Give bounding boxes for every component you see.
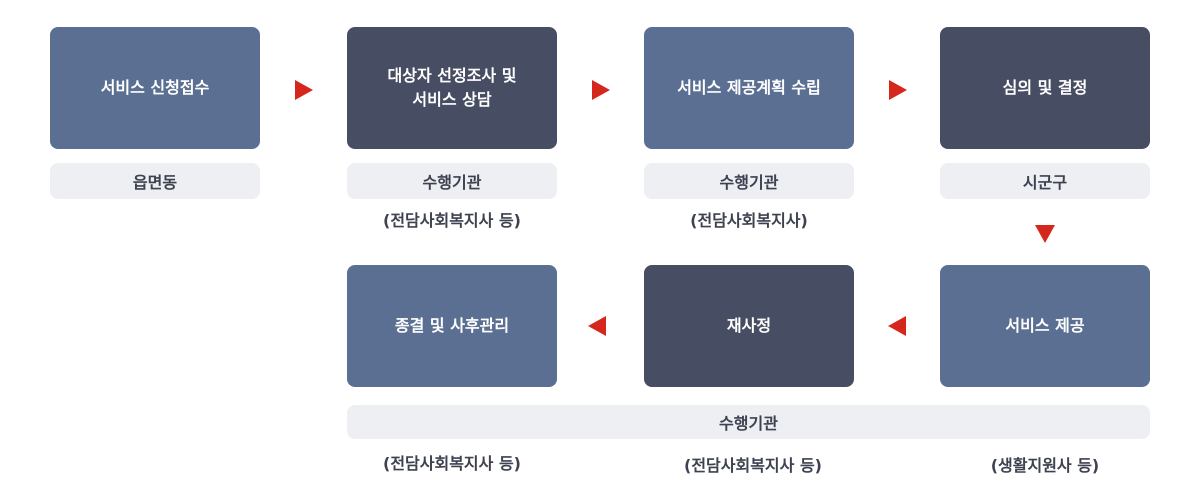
agency-pill-sigungu: 시군구 bbox=[940, 163, 1150, 199]
agency-pill-step3: 수행기관 bbox=[644, 163, 854, 199]
agency-pill-step2: 수행기관 bbox=[347, 163, 557, 199]
step-service-provision: 서비스 제공 bbox=[940, 265, 1150, 387]
agency-sub-provision: (생활지원사 등) bbox=[990, 456, 1100, 475]
arrow-right-icon bbox=[889, 80, 907, 100]
step-closure-followup: 종결 및 사후관리 bbox=[347, 265, 557, 387]
step-service-planning: 서비스 제공계획 수립 bbox=[644, 27, 854, 149]
step-review-decision: 심의 및 결정 bbox=[940, 27, 1150, 149]
step-service-application: 서비스 신청접수 bbox=[50, 27, 260, 149]
arrow-right-icon bbox=[592, 80, 610, 100]
arrow-right-icon bbox=[295, 80, 313, 100]
agency-sub-closure: (전담사회복지사 등) bbox=[383, 454, 521, 473]
agency-pill-eupmyeondong: 읍면동 bbox=[50, 163, 260, 199]
arrow-left-icon bbox=[888, 316, 906, 336]
step-screening-consultation: 대상자 선정조사 및 서비스 상담 bbox=[347, 27, 557, 149]
agency-sub-step2: (전담사회복지사 등) bbox=[383, 211, 521, 230]
agency-sub-step3: (전담사회복지사) bbox=[690, 211, 808, 230]
arrow-left-icon bbox=[588, 316, 606, 336]
arrow-down-icon bbox=[1035, 225, 1055, 243]
agency-pill-bottom: 수행기관 bbox=[347, 405, 1150, 439]
step-reassessment: 재사정 bbox=[644, 265, 854, 387]
agency-sub-reassessment: (전담사회복지사 등) bbox=[684, 456, 822, 475]
